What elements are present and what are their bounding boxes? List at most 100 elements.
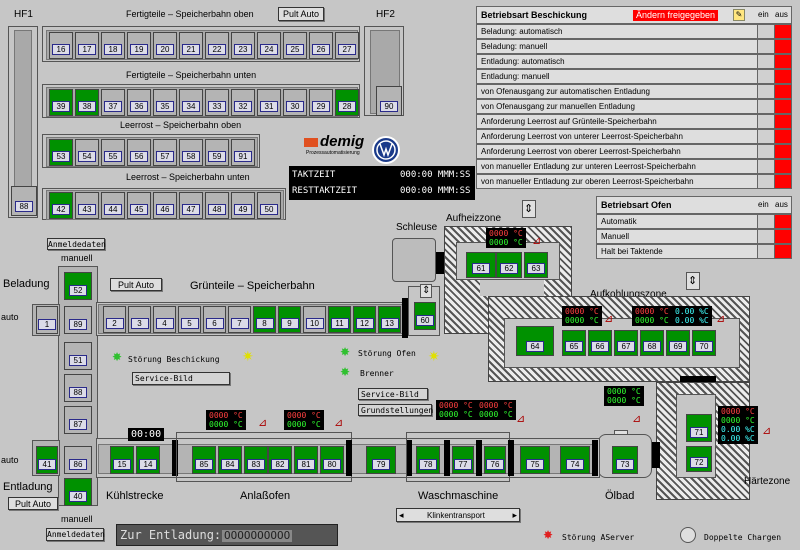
slot-1[interactable]: 1 [36, 306, 58, 334]
besch-ein-cell[interactable] [757, 55, 774, 68]
besch-row[interactable]: Beladung: automatisch [476, 24, 792, 39]
ofen-aus-cell[interactable] [774, 215, 791, 228]
slot-41[interactable]: 41 [36, 446, 58, 474]
oel-ruler-icon[interactable]: ⊿ [632, 413, 642, 425]
slot-61[interactable]: 61 [466, 252, 496, 278]
besch-ein-cell[interactable] [757, 145, 774, 158]
slot-80[interactable]: 80 [320, 446, 344, 474]
leer-oben-slot[interactable]: 56 [127, 139, 151, 166]
slot-14[interactable]: 14 [136, 446, 160, 474]
fertig-unten-slot[interactable]: 29 [309, 89, 333, 116]
fertig-unten-slot[interactable]: 36 [127, 89, 151, 116]
fertig-unten-slot[interactable]: 32 [231, 89, 255, 116]
besch-row[interactable]: von manueller Entladung zur oberen Leerr… [476, 174, 792, 189]
gruen-slot[interactable]: 2 [103, 306, 126, 333]
besch-row[interactable]: Entladung: manuell [476, 69, 792, 84]
besch-ein-cell[interactable] [757, 70, 774, 83]
leer-unten-slot[interactable]: 46 [153, 192, 177, 219]
leer-oben-slot[interactable]: 54 [75, 139, 99, 166]
besch-aus-cell[interactable] [774, 100, 791, 113]
klinkentransport-bar[interactable]: ◂ Klinkentransport ▸ [396, 508, 520, 522]
leer-unten-slot[interactable]: 43 [75, 192, 99, 219]
pult-auto-top-button[interactable]: Pult Auto [278, 7, 324, 21]
slot-65[interactable]: 65 [562, 330, 586, 356]
transfer-icon-4[interactable]: ⇕ [420, 284, 432, 298]
fertig-oben-slot[interactable]: 20 [153, 32, 177, 59]
besch-row[interactable]: von Ofenausgang zur manuellen Entladung [476, 99, 792, 114]
gruen-slot[interactable]: 8 [253, 306, 276, 333]
besch-ein-cell[interactable] [757, 25, 774, 38]
service-bild-2-button[interactable]: Service-Bild [358, 388, 428, 400]
hf1-slot[interactable]: 88 [11, 186, 37, 216]
slot-72[interactable]: 72 [686, 446, 712, 472]
aufheiz-ruler-icon[interactable]: ⊿ [532, 235, 542, 247]
gruen-slot[interactable]: 11 [328, 306, 351, 333]
fertig-unten-slot[interactable]: 38 [75, 89, 99, 116]
besch-ein-cell[interactable] [757, 175, 774, 188]
leer-unten-slot[interactable]: 47 [179, 192, 203, 219]
besch-aus-cell[interactable] [774, 130, 791, 143]
besch-ein-cell[interactable] [757, 85, 774, 98]
slot-71[interactable]: 71 [686, 414, 712, 442]
slot-51[interactable]: 51 [64, 342, 92, 370]
besch-aus-cell[interactable] [774, 25, 791, 38]
gruen-slot[interactable]: 13 [378, 306, 401, 333]
slot-66[interactable]: 66 [588, 330, 612, 356]
fertig-oben-slot[interactable]: 21 [179, 32, 203, 59]
besch-row[interactable]: Anforderung Leerrost von unterer Leerros… [476, 129, 792, 144]
besch-ein-cell[interactable] [757, 100, 774, 113]
gruen-slot[interactable]: 7 [228, 306, 251, 333]
anlass-ruler-icon-2[interactable]: ⊿ [334, 417, 344, 429]
slot-81[interactable]: 81 [294, 446, 318, 474]
grundstellungen-button[interactable]: Grundstellungen [358, 404, 433, 416]
anmeldedaten-bottom-button[interactable]: Anmeldedaten [46, 528, 105, 541]
slot-87[interactable]: 87 [64, 406, 92, 434]
fertig-unten-slot[interactable]: 35 [153, 89, 177, 116]
slot-74[interactable]: 74 [560, 446, 590, 474]
aendern-freigegeben-badge[interactable]: Ändern freigegeben [633, 10, 719, 21]
slot-85[interactable]: 85 [192, 446, 216, 474]
gruen-slot[interactable]: 5 [178, 306, 201, 333]
fertig-oben-slot[interactable]: 19 [127, 32, 151, 59]
slot-86[interactable]: 86 [64, 446, 92, 474]
slot-68[interactable]: 68 [640, 330, 664, 356]
besch-ein-cell[interactable] [757, 40, 774, 53]
leer-unten-slot[interactable]: 42 [49, 192, 73, 219]
slot-82[interactable]: 82 [268, 446, 292, 474]
besch-aus-cell[interactable] [774, 85, 791, 98]
ofen-ein-cell[interactable] [757, 245, 774, 258]
besch-row[interactable]: von manueller Entladung zur unteren Leer… [476, 159, 792, 174]
aufkohl-ruler-icon-1[interactable]: ⊿ [604, 313, 614, 325]
ofen-row[interactable]: Manuell [596, 229, 792, 244]
fertig-oben-slot[interactable]: 27 [335, 32, 359, 59]
fertig-oben-slot[interactable]: 26 [309, 32, 333, 59]
anlass-ruler-icon-1[interactable]: ⊿ [258, 417, 268, 429]
slot-15[interactable]: 15 [110, 446, 134, 474]
leer-oben-slot[interactable]: 91 [231, 139, 255, 166]
wasch-ruler-icon[interactable]: ⊿ [516, 413, 526, 425]
gruen-slot[interactable]: 12 [353, 306, 376, 333]
besch-row[interactable]: Anforderung Leerrost von oberer Leerrost… [476, 144, 792, 159]
slot-88b[interactable]: 88 [64, 374, 92, 402]
fertig-unten-slot[interactable]: 39 [49, 89, 73, 116]
ofen-row[interactable]: Halt bei Taktende [596, 244, 792, 259]
slot-63[interactable]: 63 [524, 252, 548, 278]
anmeldedaten-top-button[interactable]: Anmeldedaten [47, 238, 106, 250]
ofen-ein-cell[interactable] [757, 215, 774, 228]
besch-aus-cell[interactable] [774, 70, 791, 83]
fertig-oben-slot[interactable]: 23 [231, 32, 255, 59]
transfer-icon-2[interactable]: ⇕ [686, 272, 700, 290]
besch-row[interactable]: Beladung: manuell [476, 39, 792, 54]
doppelte-chargen-indicator[interactable] [680, 527, 696, 543]
fertig-unten-slot[interactable]: 30 [283, 89, 307, 116]
ofen-aus-cell[interactable] [774, 245, 791, 258]
leer-oben-slot[interactable]: 55 [101, 139, 125, 166]
ofen-row[interactable]: Automatik [596, 214, 792, 229]
fertig-oben-slot[interactable]: 18 [101, 32, 125, 59]
slot-79[interactable]: 79 [366, 446, 396, 474]
besch-ein-cell[interactable] [757, 130, 774, 143]
transfer-icon-1[interactable]: ⇕ [522, 200, 536, 218]
fertig-oben-slot[interactable]: 22 [205, 32, 229, 59]
fertig-oben-slot[interactable]: 24 [257, 32, 281, 59]
fertig-oben-slot[interactable]: 16 [49, 32, 73, 59]
